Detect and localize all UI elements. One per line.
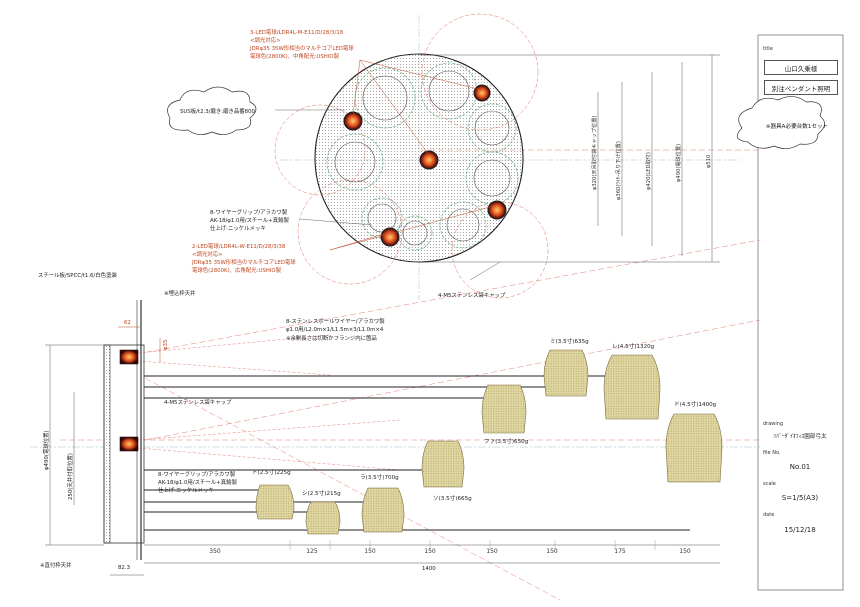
bell-6 (543, 349, 589, 397)
wire-line-3: ※余剰長さは切断かフランジ内に箇品 (286, 334, 377, 342)
led3-line-4: 電球色(2800K)、中角配光:USHIO製 (250, 52, 340, 60)
elev-wire-grip-2: AK-18/φ1.0用/スチール+真鍮製 (158, 478, 237, 486)
file-label: file No. (763, 450, 781, 456)
bell-label-6: ミ(3.5寸)635g (550, 337, 589, 345)
dim-total: 1400 (422, 566, 436, 572)
title-block-frame (757, 34, 844, 591)
plan-cap-label: 4-M5ステンレス袋キャップ (438, 291, 506, 299)
scale-value: S=1/5(A3) (781, 494, 819, 502)
bell-1 (255, 484, 295, 520)
bottom-dim-8: 150 (679, 548, 691, 555)
dim-490: φ490(電球位置) (674, 144, 682, 182)
bottom-dim-1: 350 (209, 548, 221, 555)
bell-5 (481, 384, 527, 434)
cloud-shapes (167, 86, 825, 149)
bell-label-3: ラ(3.5寸)700g (360, 473, 399, 481)
client-name: 山口久乗様 (764, 60, 838, 75)
plan-wire-grip-1: 8-ワイヤーグリップ/アラカワ製 (210, 208, 288, 216)
led2-line-3: JDRφ35 35W形相当のマルチコアLED電球 (191, 258, 296, 266)
dim-vertical-outer: φ490(電球位置) (42, 430, 50, 470)
plan-dimension-labels: φ320(天吊取付袋キャップ位置) φ360(ﾜｲﾔｰ吊り下げ位置) φ420(… (590, 116, 712, 200)
elev-wire-grip-1: 8-ワイヤーグリップ/アラカワ製 (158, 470, 236, 478)
bell-label-5: ファ(3.5寸)650g (484, 437, 529, 445)
dim-320: φ320(天吊取付袋キャップ位置) (590, 116, 598, 190)
dim-phi35: φ35 (163, 340, 169, 350)
bell-3 (361, 487, 405, 533)
bell-label-2: シ(2.5寸)215g (302, 489, 341, 497)
bottom-dim-7: 175 (614, 548, 626, 555)
plan-wire-grip-3: 仕上げ:ニッケルメッキ (210, 224, 266, 232)
dim-360: φ360(ﾜｲﾔｰ吊り下げ位置) (614, 141, 622, 200)
scale-label: scale (763, 481, 776, 487)
elevation-cap-label: 4-M5ステンレス袋キャップ (164, 398, 232, 406)
wall-note: ※直付枠天井 (40, 561, 72, 569)
bell-label-8: ド(4.5寸)1400g (674, 400, 717, 408)
elevation-annotations: スチール板/SPCC/t1.6/白色塗装 ※埋込枠天井 62 φ35 8-ステン… (38, 271, 436, 572)
drawing-label: drawing (763, 421, 784, 427)
bell-label-1: ド(2.5寸)225g (252, 468, 291, 476)
led3-line-3: JDRφ35 35W形相当のマルチコアLED電球 (249, 44, 354, 52)
elevation-view (45, 300, 720, 576)
bell-7 (603, 354, 661, 420)
bottom-dim-2: 125 (306, 548, 318, 555)
plan-bulbs (343, 84, 507, 247)
quantity-note: ※器具A必要台数1セット (765, 124, 829, 130)
bells (255, 349, 723, 535)
dim-62: 62 (124, 320, 131, 326)
bottom-dim-5: 150 (486, 548, 498, 555)
date-label: date (763, 512, 775, 518)
plan-wire-grip-2: AK-18/φ1.0用/スチール+真鍮製 (210, 216, 289, 224)
dim-420: φ420(LED取付) (644, 152, 652, 190)
bottom-dim-3: 150 (364, 548, 376, 555)
file-number: No.01 (789, 463, 811, 471)
sus-plate-label: SUS板/t2.3/磨き:磨き品番800 (180, 107, 256, 115)
bell-2 (305, 501, 341, 535)
bottom-dimension-labels: 350 125 150 150 150 150 175 150 (209, 548, 691, 555)
bell-label-7: レ(4.5寸)1320g (612, 342, 655, 350)
dim-510: φ510 (706, 155, 712, 168)
plan-view (274, 13, 720, 299)
led2-line-1: 2-LED電球/LDR4L-W-E11/D/28/3/38 (192, 242, 286, 250)
bell-8 (665, 413, 723, 483)
elev-wire-grip-3: 仕上げ:ニッケルメッキ (158, 486, 214, 494)
wire-line-2: φ1.0用/L2.0m×1/L1.5m×3/L1.0m×4 (286, 326, 384, 333)
ceiling-note: ※埋込枠天井 (164, 289, 196, 297)
led2-line-4: 電球色(2800K)、広角配光:USHIO製 (192, 266, 282, 274)
date-value: 15/12/18 (784, 526, 816, 534)
bell-4 (421, 440, 465, 488)
drawing-name: ｿﾊﾞｰﾀﾞｲｵﾌｨｽ園部弓太 (773, 434, 827, 440)
dim-82: 82.3 (118, 565, 130, 571)
bottom-dim-6: 150 (546, 548, 558, 555)
led3-line-1: 3-LED電球/LDR4L-M-E11/D/28/3/18 (250, 28, 344, 36)
led2-line-2: <調光対応> (192, 250, 223, 258)
led3-line-2: <調光対応> (250, 36, 281, 44)
wire-line-1: 8-ステンレスボールワイヤー/アラカワ製 (286, 317, 385, 325)
bottom-dim-4: 150 (424, 548, 436, 555)
bell-labels: ド(2.5寸)225g シ(2.5寸)215g ラ(3.5寸)700g ソ(3.… (252, 337, 717, 502)
title-label: title (763, 46, 773, 52)
steel-plate-label: スチール板/SPCC/t1.6/白色塗装 (38, 271, 117, 279)
bell-label-4: ソ(3.5寸)665g (433, 494, 472, 502)
dim-vertical-inner: 250(天井付取位置) (66, 453, 74, 500)
plan-dimension-lines (420, 54, 720, 263)
product-name: 別注ペンダント照明 (764, 80, 838, 95)
plan-annotations: 3-LED電球/LDR4L-M-E11/D/28/3/18 <調光対応> JDR… (180, 28, 506, 299)
